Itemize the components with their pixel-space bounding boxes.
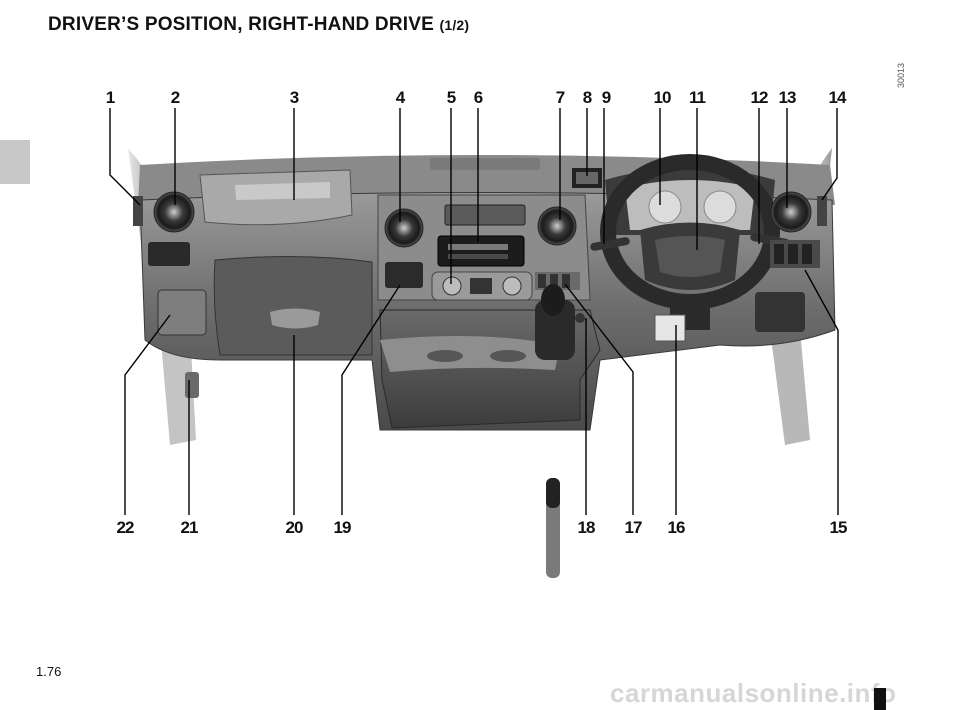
left-side-vent — [153, 191, 195, 233]
defrost-vent — [430, 158, 540, 170]
right-lower-recess — [755, 292, 805, 332]
callout-22: 22 — [116, 518, 135, 537]
callout-15: 15 — [829, 518, 848, 537]
callout-6: 6 — [473, 88, 484, 107]
callout-4: 4 — [395, 88, 406, 107]
callout-5: 5 — [446, 88, 457, 107]
title-main: DRIVER’S POSITION, RIGHT-HAND DRIVE — [48, 14, 434, 35]
callout-19: 19 — [333, 518, 352, 537]
glove-box — [213, 255, 373, 356]
callout-2: 2 — [170, 88, 181, 107]
glove-box-handle — [270, 308, 320, 329]
right-door-edge — [770, 330, 810, 445]
center-right-vent — [537, 206, 577, 246]
left-dash-recess — [148, 242, 190, 266]
bonnet-release — [185, 372, 199, 398]
watermark[interactable]: carmanualsonline.info — [610, 678, 897, 708]
left-stalk — [590, 237, 630, 251]
gear-boot — [535, 300, 575, 360]
center-left-vent — [384, 208, 424, 248]
fuse-box-cover — [157, 289, 207, 336]
callout-14: 14 — [828, 88, 847, 107]
radio-top — [444, 204, 526, 226]
title-sub: (1/2) — [439, 17, 470, 33]
center-recess — [385, 262, 423, 288]
gear-knob — [541, 284, 565, 316]
callout-3: 3 — [289, 88, 300, 107]
right-side-vent — [770, 191, 812, 233]
callout-8: 8 — [582, 88, 593, 107]
callout-12: 12 — [750, 88, 769, 107]
left-door-edge — [160, 330, 196, 445]
cup-holder-tray — [380, 336, 560, 372]
callout-20: 20 — [285, 518, 304, 537]
callout-16: 16 — [667, 518, 686, 537]
callout-7: 7 — [555, 88, 566, 107]
page-number: 1.76 — [36, 664, 62, 679]
callout-17: 17 — [624, 518, 643, 537]
top-storage-slot — [235, 182, 330, 200]
callout-21: 21 — [180, 518, 199, 537]
callout-9: 9 — [601, 88, 612, 107]
leader-lines-bottom — [124, 269, 839, 515]
section-tab — [0, 140, 30, 184]
callout-10: 10 — [653, 88, 672, 107]
callout-13: 13 — [778, 88, 797, 107]
callout-18: 18 — [577, 518, 596, 537]
leader-lines-top — [109, 108, 838, 284]
callout-11: 11 — [689, 88, 706, 107]
callout-1: 1 — [105, 88, 116, 107]
pedal-area — [654, 314, 686, 342]
page-title: DRIVER’S POSITION, RIGHT-HAND DRIVE (1/2… — [48, 14, 469, 36]
corner-mark — [874, 688, 886, 710]
